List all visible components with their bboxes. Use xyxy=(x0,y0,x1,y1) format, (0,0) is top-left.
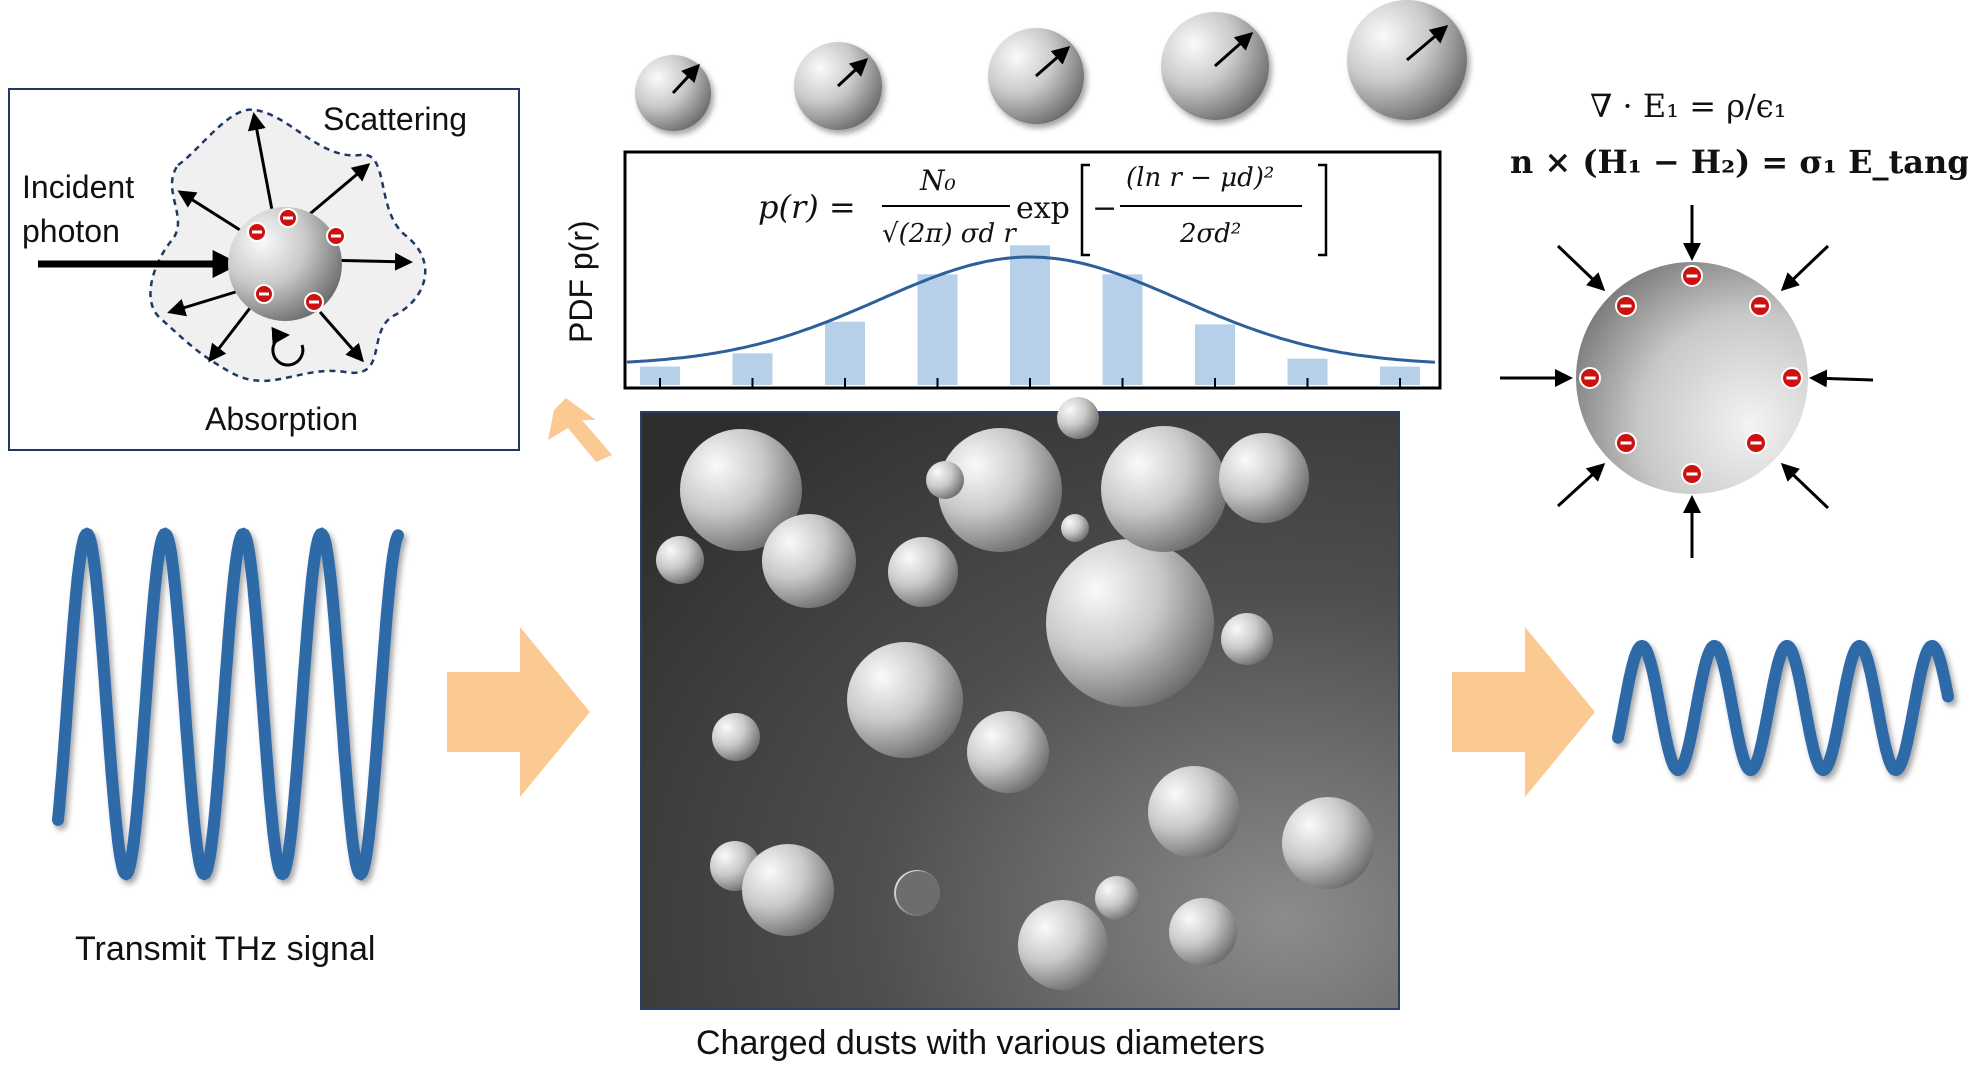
dust-sphere xyxy=(1061,514,1089,542)
equation-gauss: ∇ · E₁ = ρ/ϵ₁ xyxy=(1590,87,1787,125)
dust-sphere xyxy=(680,429,802,551)
transmit-caption: Transmit THz signal xyxy=(75,930,375,968)
pdf-bar xyxy=(1102,274,1143,385)
transmit-wave xyxy=(52,527,404,881)
dust-spheres xyxy=(656,397,1374,990)
received-wave xyxy=(1612,639,1954,777)
pdf-bar xyxy=(1380,366,1420,385)
dust-sphere xyxy=(656,536,704,584)
dust-sphere xyxy=(1101,426,1227,552)
dust-sphere xyxy=(1219,433,1309,523)
dust-sphere xyxy=(742,844,834,936)
lognormal-formula: p(r) = N₀ √(2π) σd r exp − (ln r − μd)² … xyxy=(758,163,1328,257)
pdf-bar xyxy=(825,321,865,385)
pdf-bar xyxy=(640,366,680,385)
formula-inner-numerator: (ln r − μd)² xyxy=(1126,163,1274,193)
incident-label-line1: Incident xyxy=(22,169,134,205)
formula-inner-denominator: 2σd² xyxy=(1179,219,1241,249)
formula-minus: − xyxy=(1092,191,1117,226)
pdf-ylabel: PDF p(r) xyxy=(563,220,599,343)
dust-sphere xyxy=(967,711,1049,793)
pdf-curve xyxy=(626,255,1436,364)
pdf-bars xyxy=(640,245,1420,385)
dust-sphere xyxy=(1169,898,1237,966)
pdf-bar xyxy=(1010,245,1050,385)
pdf-ticks xyxy=(659,378,1401,388)
formula-lhs: p(r) = xyxy=(758,188,856,226)
output-arrow xyxy=(1452,627,1595,797)
dust-sphere xyxy=(847,642,963,758)
zoom-arrow xyxy=(548,398,612,462)
dust-sphere xyxy=(926,461,964,499)
formula-bracket-left xyxy=(1080,163,1090,257)
pdf-bar xyxy=(1195,324,1235,385)
formula-bracket-right xyxy=(1318,163,1328,257)
scattered-arrows xyxy=(167,112,413,363)
charged-sphere-body xyxy=(1576,262,1808,494)
input-arrow xyxy=(447,627,590,797)
dust-sphere xyxy=(712,713,760,761)
dust-panel xyxy=(640,397,1400,1010)
dust-sphere xyxy=(1057,397,1099,439)
equation-boundary: n × (H₁ − H₂) = σ₁ E_tang xyxy=(1510,143,1968,181)
dust-sphere xyxy=(1282,797,1374,889)
dust-sphere xyxy=(1018,900,1108,990)
dust-sphere xyxy=(888,537,958,607)
incident-label-line2: photon xyxy=(22,213,120,249)
field-arrows xyxy=(1500,205,1874,558)
sphere-charges xyxy=(1579,265,1803,485)
dust-sphere xyxy=(938,428,1062,552)
dust-sphere xyxy=(762,514,856,608)
dust-sphere xyxy=(1095,876,1139,920)
particle-charges xyxy=(247,208,346,312)
pdf-bar xyxy=(917,274,958,385)
dust-sphere xyxy=(1221,613,1273,665)
charged-sphere xyxy=(1500,205,1874,558)
absorption-label: Absorption xyxy=(205,401,358,437)
dusts-caption: Charged dusts with various diameters xyxy=(696,1024,1265,1062)
dust-sphere-dark xyxy=(896,871,940,915)
absorption-rotation-icon xyxy=(271,326,305,367)
scattering-label: Scattering xyxy=(323,101,467,137)
pdf-chart: PDF p(r) p(r) = N₀ √(2π) σd r exp − (ln … xyxy=(563,150,1442,390)
dust-sphere xyxy=(1148,766,1240,858)
dust-sphere xyxy=(1046,539,1214,707)
size-spheres xyxy=(635,0,1467,131)
formula-exp: exp xyxy=(1016,191,1070,226)
formula-denominator: √(2π) σd r xyxy=(882,219,1017,249)
boundary-equations: ∇ · E₁ = ρ/ϵ₁ n × (H₁ − H₂) = σ₁ E_tang xyxy=(1510,87,1968,181)
scattering-absorption-panel: Scattering Incident photon Absorption xyxy=(8,88,520,451)
formula-numerator: N₀ xyxy=(919,164,956,197)
